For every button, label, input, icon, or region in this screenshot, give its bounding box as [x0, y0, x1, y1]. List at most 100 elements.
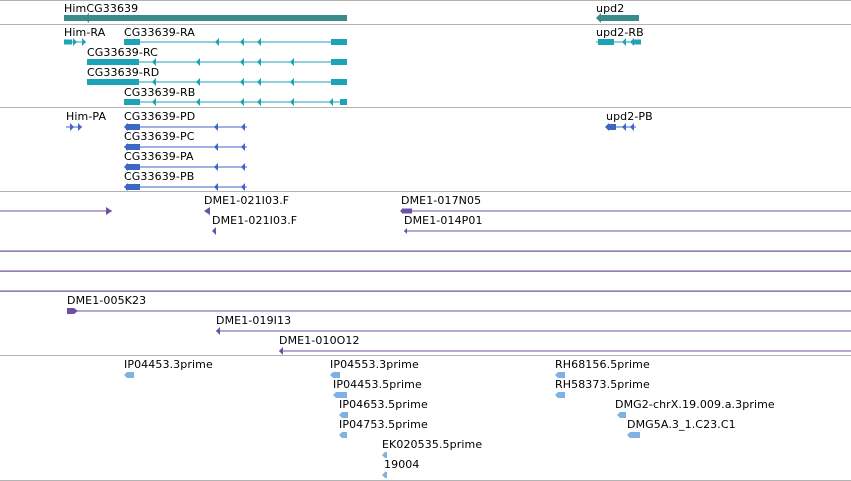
protein-label-cg33639-pc[interactable]: CG33639-PC	[124, 130, 195, 143]
transcript-exon	[340, 99, 347, 105]
protein-strand-arrow	[214, 163, 218, 171]
protein-strand-arrow	[241, 143, 245, 151]
transcript-exon	[634, 39, 641, 45]
est-glyph	[382, 452, 387, 458]
transcript-strand-arrow	[240, 38, 244, 46]
transcript-strand-arrow	[73, 38, 77, 46]
clone-end-block	[67, 308, 78, 314]
protein-label-cg33639-pd[interactable]: CG33639-PD	[124, 110, 196, 123]
transcript-strand-arrow	[152, 78, 156, 86]
est-label-dmg5a-3-1-c23-c1[interactable]: DMG5A.3_1.C23.C1	[627, 418, 736, 431]
clone-label-dme1-005k23[interactable]: DME1-005K23	[67, 294, 147, 307]
protein-strand-arrow	[605, 123, 609, 131]
clone-label-dme1-010o12[interactable]: DME1-010O12	[279, 334, 360, 347]
clone-end-marker	[279, 347, 283, 355]
est-glyph	[555, 392, 565, 398]
transcript-strand-arrow	[152, 98, 156, 106]
transcript-strand-arrow	[196, 98, 200, 106]
transcript-label-upd2-rb[interactable]: upd2-RB	[596, 26, 644, 39]
est-glyph	[330, 372, 340, 378]
clone-label-dme1-017n05[interactable]: DME1-017N05	[401, 194, 482, 207]
protein-strand-arrow	[630, 123, 634, 131]
est-label-ip04553-3prime[interactable]: IP04553.3prime	[330, 358, 419, 371]
protein-label-cg33639-pa[interactable]: CG33639-PA	[124, 150, 194, 163]
gene-strand-arrow	[84, 13, 89, 23]
transcript-exon	[124, 39, 140, 45]
protein-cds	[126, 184, 140, 190]
gene-label-upd2[interactable]: upd2	[596, 2, 625, 15]
est-glyph	[382, 472, 387, 478]
est-label-rh58373-5prime[interactable]: RH58373.5prime	[555, 378, 650, 391]
transcript-strand-arrow	[257, 58, 261, 66]
protein-strand-arrow	[214, 183, 218, 191]
transcript-strand-arrow	[257, 38, 261, 46]
transcript-strand-arrow	[240, 58, 244, 66]
transcript-strand-arrow	[196, 78, 200, 86]
est-glyph	[555, 372, 565, 378]
est-label-ip04653-5prime[interactable]: IP04653.5prime	[339, 398, 428, 411]
protein-strand-arrow	[124, 143, 128, 151]
est-glyph	[339, 432, 347, 438]
clone-end-marker	[212, 227, 216, 235]
transcript-exon	[87, 79, 139, 85]
protein-label-upd2-pb[interactable]: upd2-PB	[606, 110, 653, 123]
transcript-strand-arrow	[290, 58, 294, 66]
transcript-label-cg33639-ra[interactable]: CG33639-RA	[124, 26, 195, 39]
protein-strand-arrow	[124, 183, 128, 191]
protein-strand-arrow	[124, 123, 128, 131]
protein-cds	[608, 124, 616, 130]
clone-end-marker	[106, 207, 112, 215]
protein-strand-arrow	[241, 163, 245, 171]
est-label-ip04453-3prime[interactable]: IP04453.3prime	[124, 358, 213, 371]
transcript-strand-arrow	[240, 78, 244, 86]
transcript-label-cg33639-rc[interactable]: CG33639-RC	[87, 46, 158, 59]
protein-label-him-pa[interactable]: Him-PA	[66, 110, 107, 123]
transcript-strand-arrow	[257, 98, 261, 106]
est-label-ip04753-5prime[interactable]: IP04753.5prime	[339, 418, 428, 431]
transcript-label-cg33639-rb[interactable]: CG33639-RB	[124, 86, 196, 99]
clone-label-dme1-019i13[interactable]: DME1-019I13	[216, 314, 292, 327]
transcript-strand-arrow	[290, 98, 294, 106]
protein-label-cg33639-pb[interactable]: CG33639-PB	[124, 170, 195, 183]
protein-cds	[126, 124, 140, 130]
est-label-ip04453-5prime[interactable]: IP04453.5prime	[333, 378, 422, 391]
clone-end-marker	[400, 208, 403, 214]
clone-end-block	[402, 208, 412, 214]
transcript-strand-arrow	[240, 98, 244, 106]
transcript-strand-arrow	[329, 98, 333, 106]
gene-label-himcg33639[interactable]: HimCG33639	[64, 2, 139, 15]
protein-strand-arrow	[70, 123, 74, 131]
transcript-strand-arrow	[257, 78, 261, 86]
transcript-strand-arrow	[630, 38, 634, 46]
gene-glyph-upd2	[600, 15, 639, 21]
protein-strand-arrow	[241, 183, 245, 191]
clone-label-dme1-014p01[interactable]: DME1-014P01	[404, 214, 483, 227]
transcript-exon	[331, 59, 347, 65]
gene-strand-arrow	[596, 13, 601, 23]
clone-end-marker	[204, 207, 210, 215]
protein-strand-arrow	[241, 123, 245, 131]
protein-cds	[126, 144, 140, 150]
protein-strand-arrow	[622, 123, 626, 131]
est-glyph	[333, 392, 347, 398]
clone-label-dme1-021i03-f-2[interactable]: DME1-021I03.F	[212, 214, 298, 227]
est-label-ek020535-5prime[interactable]: EK020535.5prime	[382, 438, 483, 451]
est-label-19004[interactable]: 19004	[384, 458, 420, 471]
protein-strand-arrow	[124, 163, 128, 171]
est-glyph	[124, 372, 134, 378]
est-glyph	[339, 412, 348, 418]
clone-end-marker	[404, 228, 407, 234]
transcript-strand-arrow	[82, 38, 86, 46]
transcript-label-cg33639-rd[interactable]: CG33639-RD	[87, 66, 160, 79]
transcript-strand-arrow	[215, 38, 219, 46]
transcript-exon	[331, 79, 347, 85]
transcript-label-him-ra[interactable]: Him-RA	[64, 26, 106, 39]
transcript-strand-arrow	[152, 58, 156, 66]
transcript-exon	[124, 99, 140, 105]
clone-label-dme1-021i03-f[interactable]: DME1-021I03.F	[204, 194, 290, 207]
est-label-rh68156-5prime[interactable]: RH68156.5prime	[555, 358, 650, 371]
est-label-dmg2-chrx-19-009-a-3prime[interactable]: DMG2-chrX.19.009.a.3prime	[615, 398, 775, 411]
transcript-strand-arrow	[196, 58, 200, 66]
